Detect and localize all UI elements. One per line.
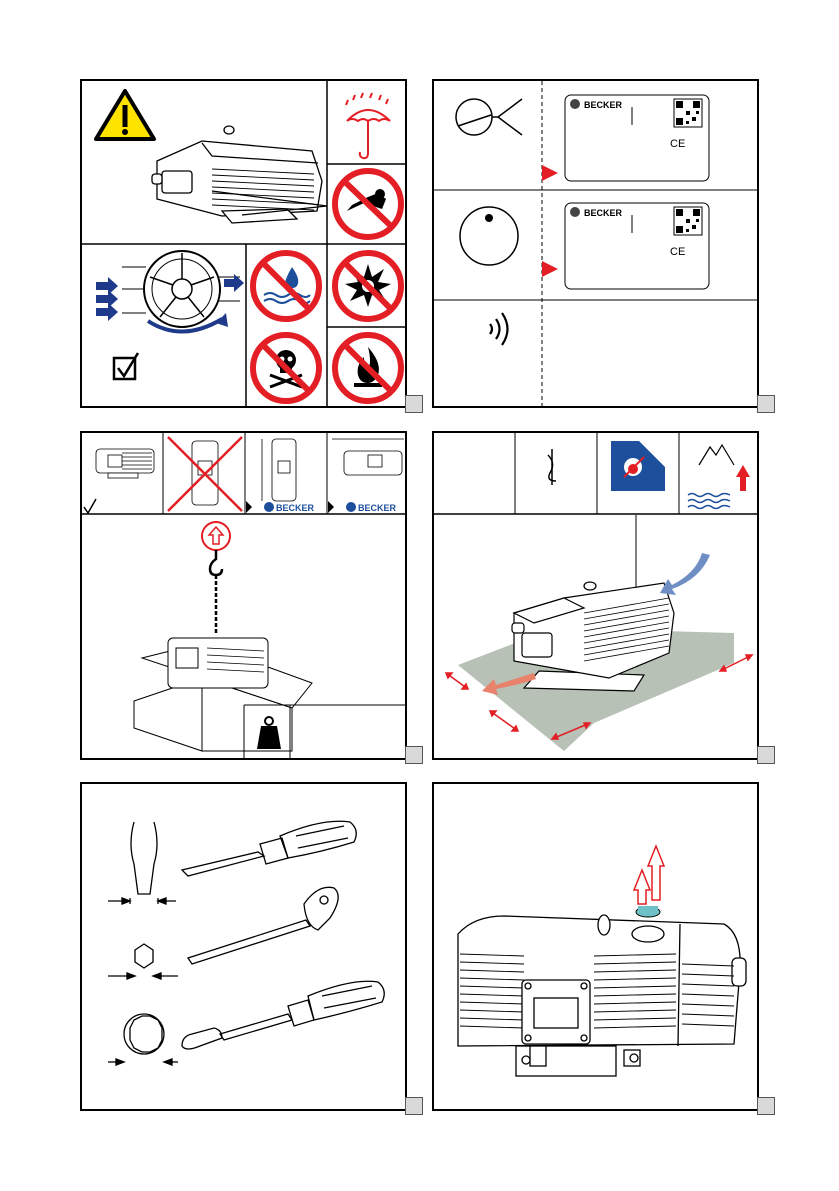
panel-safety <box>80 79 407 408</box>
brand-logo: BECKER <box>584 100 623 110</box>
brand-logo: BECKER <box>276 503 315 513</box>
page-number-box <box>405 746 423 764</box>
pressure-gauge-symbol-icon <box>460 207 518 265</box>
page-number-box <box>405 395 423 413</box>
vacuum-pump-symbol-icon <box>456 99 522 135</box>
tools-graphics <box>82 784 407 1111</box>
checkbox-icon <box>84 499 96 513</box>
rotation-direction-icon <box>96 251 244 332</box>
panel-transport-plug <box>432 782 759 1111</box>
altitude-icon <box>688 445 750 509</box>
becker-badge: BECKER <box>246 501 315 513</box>
overhead-mount-icon <box>332 439 404 475</box>
page-number-box <box>757 395 775 413</box>
flat-screwdriver-icon <box>108 821 356 904</box>
airflow-in-arrow <box>660 553 710 595</box>
temperature-icon <box>548 449 556 485</box>
no-liquids-icon <box>253 253 319 319</box>
ce-mark: CE <box>670 246 685 258</box>
page-number-box <box>405 1097 423 1115</box>
upright-mount-icon <box>168 437 242 511</box>
nameplate-graphics: BECKER CE BECKER CE <box>434 81 759 408</box>
nameplate-1: BECKER CE <box>565 95 709 181</box>
no-toxic-icon <box>253 335 319 401</box>
nameplate-pointer-icon <box>542 165 558 181</box>
vertical-mount-icon <box>262 439 296 501</box>
panel-nameplate: BECKER CE BECKER CE <box>432 79 759 408</box>
nameplate-2: BECKER CE <box>565 203 709 289</box>
page-number-box <box>757 1097 775 1115</box>
warning-triangle-icon <box>96 91 154 139</box>
page-number-box <box>757 746 775 764</box>
pump-drawing <box>152 126 327 223</box>
brand-logo: BECKER <box>358 503 397 513</box>
lifting-hook-icon <box>202 522 230 633</box>
brand-logo: BECKER <box>584 208 623 218</box>
horizontal-mount-icon <box>96 449 154 478</box>
mounting-graphics: BECKER BECKER <box>82 433 407 760</box>
transport-plug-graphics <box>434 784 759 1111</box>
installation-graphics <box>434 433 759 760</box>
becker-badge: BECKER <box>328 501 397 513</box>
ambient-climate-icon <box>611 441 665 491</box>
noise-symbol-icon <box>490 313 508 345</box>
keep-dry-umbrella-icon <box>346 93 390 158</box>
panel-mounting-lifting: BECKER BECKER <box>80 431 407 760</box>
nameplate-pointer-icon <box>542 261 558 277</box>
ce-mark: CE <box>670 138 685 150</box>
shipping-box <box>134 638 312 751</box>
no-flammable-icon <box>335 335 401 401</box>
socket-wrench-icon <box>108 981 384 1065</box>
panel-tools <box>80 782 407 1111</box>
no-explosive-icon <box>335 253 401 319</box>
transport-plug-removal-icon <box>634 846 664 917</box>
safety-graphics <box>82 81 407 408</box>
no-tampering-icon <box>335 171 401 237</box>
panel-installation-environment <box>432 431 759 760</box>
pump-drawing <box>458 915 746 1076</box>
checkbox-icon <box>114 353 138 379</box>
t-key-icon <box>108 887 338 979</box>
